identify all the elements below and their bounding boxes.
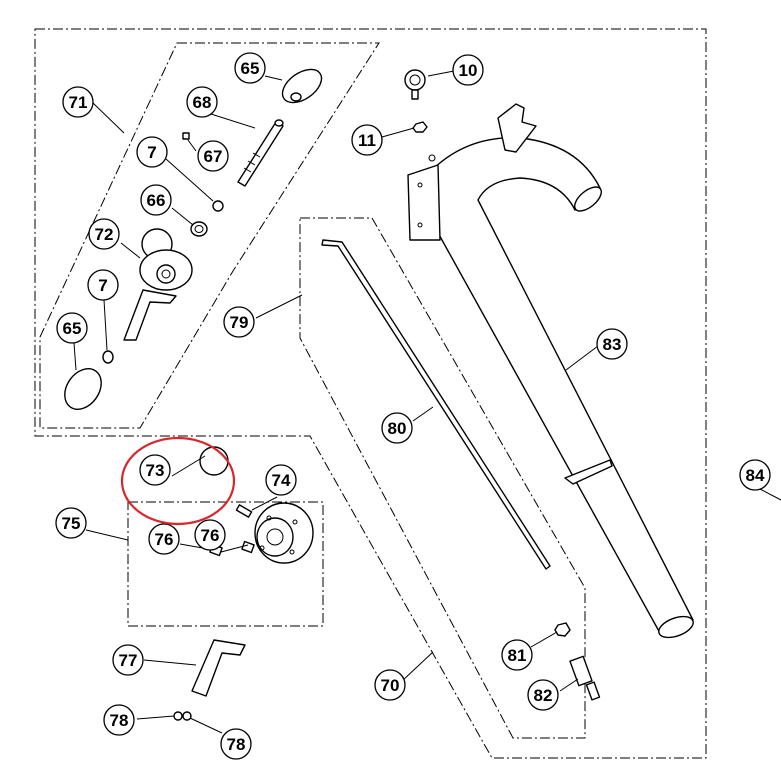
- callout-65-bottom: 65: [56, 312, 88, 344]
- group-79-boundary: [299, 217, 586, 739]
- callout-76-upper: 76: [194, 519, 226, 551]
- callout-75: 75: [55, 507, 87, 539]
- svg-text:75: 75: [62, 514, 81, 533]
- nut-81: [554, 622, 571, 637]
- pin-76-a: [241, 540, 255, 554]
- latch-assembly-72: [123, 228, 193, 341]
- handle-tube-83: [407, 103, 694, 639]
- svg-text:81: 81: [508, 646, 527, 665]
- svg-text:70: 70: [381, 676, 400, 695]
- ring-7-top: [212, 200, 224, 212]
- callout-82: 82: [527, 679, 559, 711]
- callout-11: 11: [351, 124, 383, 156]
- svg-text:79: 79: [230, 313, 249, 332]
- callout-74: 74: [265, 464, 297, 496]
- screws-78: [173, 711, 192, 721]
- highlight-ellipse: [120, 436, 236, 526]
- callout-7-top: 7: [136, 136, 168, 168]
- bolt-82: [569, 655, 601, 701]
- svg-text:68: 68: [193, 93, 212, 112]
- svg-text:76: 76: [155, 530, 174, 549]
- svg-text:7: 7: [98, 276, 107, 295]
- callout-72: 72: [88, 218, 120, 250]
- group-71-boundary: [39, 42, 380, 429]
- washer-66: [190, 221, 208, 237]
- plug-65-bottom: [64, 368, 102, 410]
- svg-text:73: 73: [146, 461, 165, 480]
- svg-text:76: 76: [201, 526, 220, 545]
- rod-80: [321, 239, 551, 570]
- callout-73: 73: [139, 454, 171, 486]
- callout-77: 77: [112, 644, 144, 676]
- leader-lines: [73, 70, 781, 734]
- callout-10: 10: [452, 54, 484, 86]
- svg-text:80: 80: [388, 419, 407, 438]
- callout-78-right: 78: [220, 728, 252, 760]
- ball-73: [199, 446, 229, 476]
- callout-65-top: 65: [234, 52, 266, 84]
- callout-81: 81: [501, 639, 533, 671]
- svg-text:10: 10: [459, 61, 478, 80]
- svg-text:77: 77: [119, 651, 138, 670]
- svg-text:82: 82: [534, 686, 553, 705]
- svg-text:65: 65: [241, 59, 260, 78]
- svg-text:72: 72: [95, 225, 114, 244]
- svg-text:65: 65: [63, 319, 82, 338]
- svg-text:67: 67: [204, 147, 223, 166]
- ring-7-bottom: [102, 350, 114, 364]
- callout-70: 70: [374, 669, 406, 701]
- pin-74: [235, 504, 253, 518]
- callout-76-lower: 76: [148, 523, 180, 555]
- svg-text:78: 78: [227, 735, 246, 754]
- group-75-boundary: [127, 501, 324, 627]
- svg-text:7: 7: [147, 143, 156, 162]
- callout-83: 83: [596, 328, 628, 360]
- svg-text:74: 74: [272, 471, 291, 490]
- nut-11: [412, 121, 428, 133]
- callout-68: 68: [186, 86, 218, 118]
- callout-7-bottom: 7: [87, 269, 119, 301]
- eye-bolt-10: [404, 69, 426, 100]
- callout-84: 84: [739, 459, 771, 491]
- svg-text:78: 78: [110, 711, 129, 730]
- callout-67: 67: [197, 140, 229, 172]
- callout-78-left: 78: [103, 704, 135, 736]
- bracket-77: [191, 639, 246, 697]
- callout-66: 66: [140, 184, 172, 216]
- svg-text:71: 71: [69, 93, 88, 112]
- shaft-68: [237, 119, 284, 187]
- svg-text:66: 66: [147, 191, 166, 210]
- outer-assembly-boundary: [34, 28, 707, 759]
- callout-71: 71: [62, 86, 94, 118]
- svg-text:11: 11: [358, 131, 376, 150]
- callout-79: 79: [223, 306, 255, 338]
- pin-67: [182, 132, 190, 140]
- svg-text:83: 83: [603, 335, 622, 354]
- callout-80: 80: [381, 412, 413, 444]
- hub-75: [254, 502, 314, 564]
- svg-text:84: 84: [746, 466, 765, 485]
- plug-65-top: [281, 68, 323, 104]
